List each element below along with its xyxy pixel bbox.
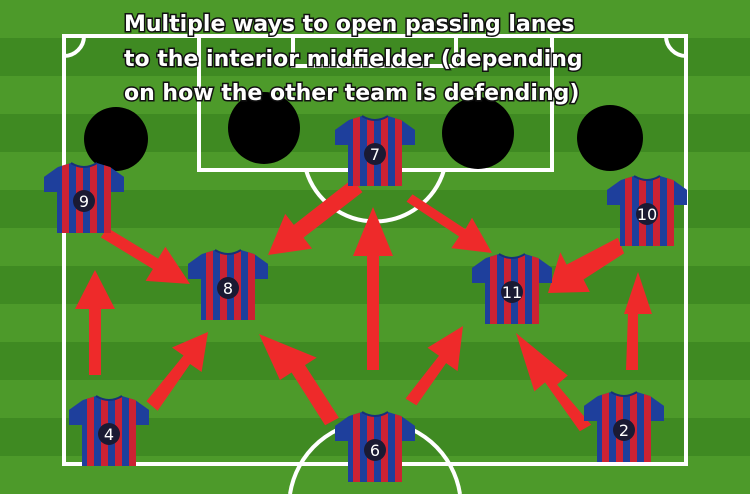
caption-line-3: on how the other team is defending) [124, 81, 579, 106]
player-number: 6 [370, 441, 380, 460]
opponent-marker [84, 107, 148, 171]
opponent-marker [442, 97, 514, 169]
player-8: 8 [186, 248, 270, 322]
corner-arc-right [664, 35, 687, 58]
arrow [624, 272, 652, 370]
caption-line-1: Multiple ways to open passing lanes [124, 12, 574, 37]
arrow [259, 334, 339, 426]
caption: Multiple ways to open passing lanes to t… [123, 11, 585, 108]
opponent-marker [577, 105, 643, 171]
players: 7 9 10 8 11 4 6 2 [42, 114, 689, 484]
player-7: 7 [333, 114, 417, 188]
player-number: 8 [223, 279, 233, 298]
player-9: 9 [42, 161, 126, 235]
player-4: 4 [67, 394, 151, 468]
arrow [548, 237, 625, 293]
player-10: 10 [605, 174, 689, 248]
player-11: 11 [470, 252, 554, 326]
player-2: 2 [582, 390, 666, 464]
opponents [84, 92, 643, 171]
arrow [146, 332, 208, 411]
player-number: 7 [370, 145, 380, 164]
arrow [353, 207, 393, 370]
passing-arrows [75, 178, 652, 432]
arrow [516, 333, 592, 432]
arrow [405, 326, 463, 406]
player-number: 2 [619, 421, 629, 440]
player-number: 10 [637, 205, 657, 224]
player-6: 6 [333, 410, 417, 484]
goal-area [291, 34, 458, 68]
arrow [268, 178, 363, 255]
player-number: 4 [104, 425, 114, 444]
arrow [100, 227, 190, 284]
player-number: 11 [502, 283, 522, 302]
corner-arc-left [63, 35, 86, 58]
arrow [406, 194, 492, 253]
player-number: 9 [79, 192, 89, 211]
caption-line-2: to the interior midfielder (depending [124, 47, 583, 72]
opponent-marker [228, 92, 300, 164]
arrow [75, 270, 115, 375]
